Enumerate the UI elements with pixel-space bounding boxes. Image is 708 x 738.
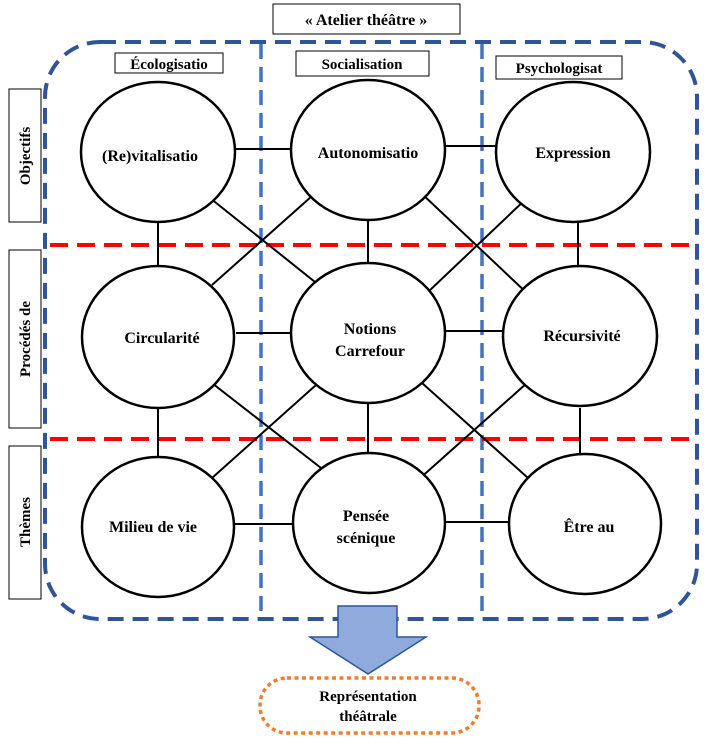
column-header-ecologisation-text: Écologisatio: [130, 56, 208, 73]
node-revitalisation: [79, 80, 237, 224]
node-etre-au-label: Être au: [564, 517, 615, 536]
row-label-themes-text: Thèmes: [18, 497, 34, 547]
node-etre-au: [507, 452, 663, 596]
node-notions-label-line1: Notions: [344, 321, 396, 338]
node-pensee-scenique: [291, 451, 447, 595]
row-label-procedes-text: Procédés de: [18, 301, 34, 377]
column-header-psychologisation: [495, 55, 623, 80]
title-box: [272, 3, 461, 35]
node-autonomisation: [289, 78, 447, 222]
node-pensee-label-line1: Pensée: [343, 508, 389, 525]
column-header-ecologisation: [114, 52, 224, 74]
node-notions-label-line2: Carrefour: [335, 343, 405, 360]
node-circularite-label: Circularité: [124, 330, 199, 347]
down-arrow: [307, 605, 429, 675]
node-circularite: [80, 264, 236, 410]
node-revitalisation-label: (Re)vitalisatio: [102, 148, 198, 165]
row-label-objectifs: [8, 88, 42, 223]
node-expression-label: Expression: [535, 145, 610, 162]
column-header-psychologisation-text: Psychologisat: [516, 61, 603, 77]
row-label-themes: [8, 445, 42, 600]
node-expression: [494, 80, 652, 224]
column-header-socialisation: [295, 50, 430, 77]
node-milieu-de-vie: [80, 455, 236, 599]
row-label-objectifs-text: Objectifs: [18, 127, 34, 185]
output-text-line2: théâtrale: [339, 709, 397, 725]
column-header-socialisation-text: Socialisation: [322, 57, 404, 73]
node-autonomisation-label: Autonomisatio: [318, 145, 418, 162]
node-milieu-label: Milieu de vie: [109, 519, 197, 536]
node-pensee-label-line2: scénique: [337, 530, 396, 547]
node-notions-carrefour: [289, 261, 447, 405]
output-box: [258, 676, 481, 735]
row-label-procedes: [8, 249, 42, 429]
node-recursivite-label: Récursivité: [543, 328, 620, 345]
node-recursivite: [501, 264, 659, 408]
connections: [157, 145, 581, 525]
output-text-line1: Représentation: [319, 689, 417, 705]
title-text: « Atelier théâtre »: [305, 12, 427, 29]
